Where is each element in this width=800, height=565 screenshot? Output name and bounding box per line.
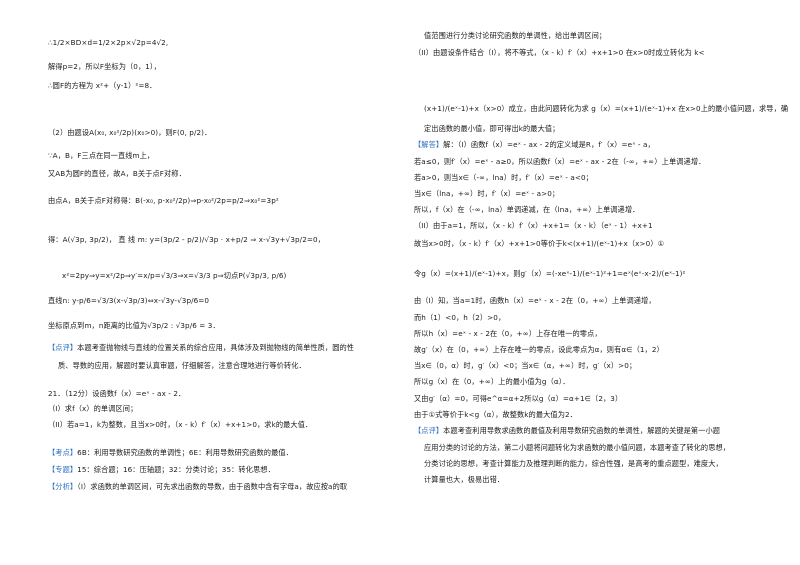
section-tag: 【解答】 (414, 140, 444, 149)
text-line: 由于①式等价于k<g（α），故整数k的最大值为2． (414, 410, 577, 419)
text-line: 所以g（x）在（0，+∞）上的最小值为g（α）． (414, 377, 570, 386)
text-line: 令g（x）=(x+1)/(eˣ-1)+x，则g′（x）=(-xeˣ-1)/(eˣ… (414, 269, 686, 278)
note-line: 计算量也大，极易出错． (424, 475, 505, 484)
text-line: 得：A(√3p, 3p/2)， 直 线 m: y=(3p/2 - p/2)/√3… (48, 235, 325, 244)
note-line: 【点评】本题考查利用导数求函数的最值及利用导数研究函数的单调性，解题的关键是第一… (414, 426, 721, 435)
text-line: 定出函数的最小值，即可得出k的最大值； (424, 124, 560, 133)
section-tag: 【考点】 (48, 448, 78, 457)
tag-line: 【考点】6B：利用导数研究函数的单调性；6E：利用导数研究函数的最值． (48, 448, 293, 457)
text-line: （2）由题设A(x₀, x₀²/2p)(x₀>0)，则F(0, p/2)． (48, 128, 212, 137)
text-line: x²=2py⇒y=x²/2p⇒y′=x/p=√3/3⇒x=√3/3 p⇒切点P(… (62, 271, 287, 280)
text-line: 由点A，B关于点F对称得：B(-x₀, p-x₀²/2p)⇒p-x₀²/2p=p… (48, 196, 279, 205)
text-line: 当x∈（lna，+∞）时，f′（x）=eˣ - a>0； (414, 189, 560, 198)
note-line: 应用分类的讨论的方法，第二小题将问题转化为求函数的最小值问题，本题考查了转化的思… (424, 443, 731, 452)
text-line: 所以，f（x）在（-∞，lna）单调递减，在（lna，+∞）上单调递增． (414, 205, 640, 214)
text-line: (x+1)/(eˣ-1)+x（x>0）成立，由此问题转化为求 g（x）=(x+1… (424, 104, 789, 113)
tag-line: 【解答】解：（I）函数f（x）=eˣ - ax - 2的定义域是R，f′（x）=… (414, 140, 655, 149)
text-line: （II）由于a=1，所以，（x - k）f′（x）+x+1=（x - k）（eˣ… (414, 221, 653, 230)
note-line: 质、导数的应用，解题时要认真审题，仔细解答，注意合理地进行等价转化． (58, 361, 306, 370)
text-line: （II）由题设条件结合（I），将不等式，（x - k）f′（x）+x+1>0 在… (414, 48, 705, 57)
text-line: （II）若a=1，k为整数，且当x>0时，（x - k）f′（x）+x+1>0，… (48, 420, 313, 429)
text-line: ∵A，B，F三点在同一直线m上， (48, 151, 155, 160)
section-tag: 【分析】 (48, 482, 78, 491)
text-line: （I）求f（x）的单调区间； (48, 404, 138, 413)
text-line: 故g′（x）在（0，+∞）上存在唯一的零点，设此零点为α，则有α∈（1，2） (414, 345, 664, 354)
section-tag: 【点评】 (414, 426, 444, 435)
text-line: 而h（1）<0，h（2）>0， (414, 313, 506, 322)
text-line: 当x∈（0，α）时，g′（x）<0；当x∈（α，+∞）时，g′（x）>0； (414, 361, 637, 370)
problem-heading: 21．（12分）设函数f（x）=eˣ - ax - 2． (48, 389, 186, 398)
text-line: 故当x>0时，（x - k）f′（x）+x+1>0等价于k<(x+1)/(eˣ-… (414, 239, 665, 248)
text-line: 解得p=2，所以F坐标为（0，1）， (48, 62, 161, 71)
text-line: 直线n: y-p/6=√3/3(x-√3p/3)⇔x-√3y-√3p/6=0 (48, 296, 210, 305)
text-line: 值范围进行分类讨论研究函数的单调性，给出单调区间； (424, 31, 607, 40)
note-line: 分类讨论的思想，考查计算能力及推理判断的能力，综合性强，是高考的重点题型，难度大… (424, 459, 723, 468)
text-line: ∴圆F的方程为 x²+（y-1）²=8． (48, 81, 157, 90)
note-line: 【点评】本题考查抛物线与直线的位置关系的综合应用，具体涉及到抛物线的简单性质，圆… (48, 343, 355, 352)
text-line: 由（I）知，当a=1时，函数h（x）=eˣ - x - 2在（0，+∞）上单调递… (414, 296, 656, 305)
tag-line: 【分析】（I）求函数的单调区间，可先求出函数的导数，由于函数中含有字母a，故应按… (48, 482, 348, 491)
text-line: 若a≤0，则f′（x）=eˣ - a≥0，所以函数f（x）=eˣ - ax - … (414, 157, 706, 166)
section-tag: 【专题】 (48, 465, 78, 474)
text-line: 坐标原点到m，n距离的比值为√3p/2 : √3p/6 = 3． (48, 321, 220, 330)
tag-line: 【专题】15：综合题；16：压轴题；32：分类讨论；35：转化思想． (48, 465, 275, 474)
text-line: 所以h（x）=eˣ - x - 2在（0，+∞）上存在唯一的零点， (414, 329, 602, 338)
section-tag: 【点评】 (48, 343, 78, 352)
text-line: 又AB为圆F的直径，故A，B关于点F对称． (48, 169, 186, 178)
text-line: ∴1/2×BD×d=1/2×2p×√2p=4√2, (48, 38, 169, 47)
text-line: 若a>0，则当x∈（-∞，lna）时，f′（x）=eˣ - a<0； (414, 173, 593, 182)
text-line: 又由g′（α）=0，可得e^α=α+2所以g（α）=α+1∈（2，3） (414, 394, 623, 403)
